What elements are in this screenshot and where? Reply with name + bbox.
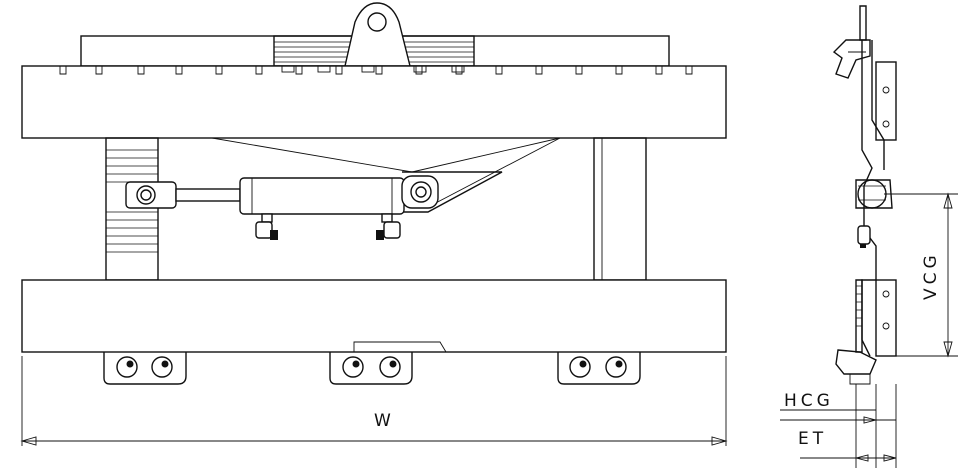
cylinder-bracket [211,137,561,213]
side-view: VCG HCG ET [780,5,958,468]
lifting-eye [344,2,411,67]
width-label: W [374,411,395,431]
top-bar-notches [59,65,693,75]
vcg-label: VCG [921,251,941,300]
vcg-dimension [884,192,958,358]
right-upright [593,137,647,281]
et-label: ET [798,429,827,449]
width-dimension [20,356,728,446]
top-carriage-bar [21,65,727,139]
pivot-pin [857,179,887,209]
bottom-carriage-bar [21,279,727,353]
hook-plate-center [329,341,447,385]
front-view: W [20,2,728,446]
hook-plate-right [557,352,641,385]
left-upright [105,137,159,281]
hook-plate-left [103,352,187,385]
hydraulic-fitting-left [255,213,278,240]
hydraulic-cylinder [125,175,439,240]
hcg-et-dimensions [780,384,897,468]
hydraulic-fitting-right [376,213,401,240]
hcg-label: HCG [784,391,834,411]
cylinder-barrel [239,177,405,215]
side-fitting [857,225,871,248]
